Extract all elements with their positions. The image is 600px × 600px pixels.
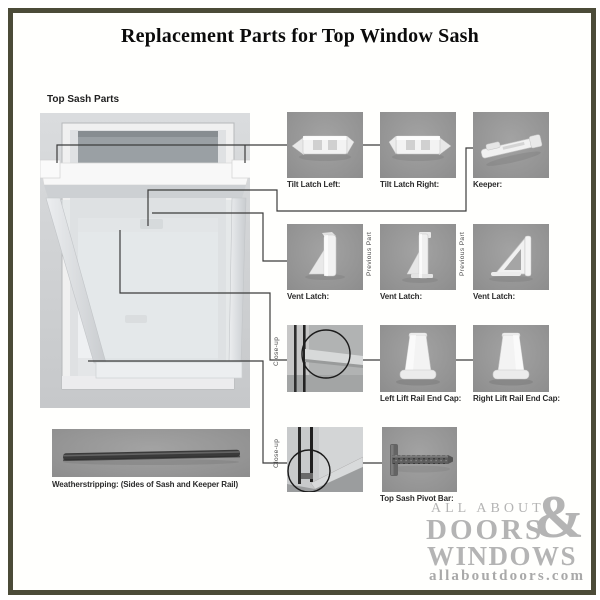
- vent-latch-b-image: [380, 224, 456, 290]
- lift-rail-closeup-image: [287, 325, 363, 392]
- vent-latch-a-image: [287, 224, 363, 290]
- logo-line-doors: DOORS: [426, 514, 545, 546]
- left-lift-rail-end-cap-image: [380, 325, 456, 392]
- page-title: Replacement Parts for Top Window Sash: [120, 25, 479, 47]
- tilt-latch-left-label: Tilt Latch Left:: [287, 180, 341, 189]
- logo-line-windows: WINDOWS: [427, 541, 578, 571]
- vent-latch-b-label: Vent Latch:: [380, 292, 423, 301]
- pivot-bar-closeup-image: [287, 427, 363, 492]
- tilt-latch-right-label: Tilt Latch Right:: [380, 180, 440, 189]
- tilt-latch-right-image: [380, 112, 456, 178]
- right-lift-rail-end-cap-label: Right Lift Rail End Cap:: [473, 394, 560, 403]
- weatherstripping-image: [52, 429, 250, 477]
- weatherstripping-label: Weatherstripping: (Sides of Sash and Kee…: [52, 480, 239, 489]
- keeper-label: Keeper:: [473, 180, 503, 189]
- logo-ampersand-icon: &: [534, 484, 584, 550]
- tilt-latch-left-image: [287, 112, 363, 178]
- logo-line-all-about: ALL ABOUT: [431, 501, 545, 516]
- right-lift-rail-end-cap-image: [473, 325, 549, 392]
- vent-latch-c-image: [473, 224, 549, 290]
- close-up-annotation: Close-up: [273, 336, 280, 366]
- top-sash-pivot-bar-label: Top Sash Pivot Bar:: [380, 494, 454, 503]
- previous-part-annotation: Previous Part: [459, 231, 466, 276]
- vent-latch-c-label: Vent Latch:: [473, 292, 516, 301]
- previous-part-annotation: Previous Part: [366, 231, 373, 276]
- left-lift-rail-end-cap-label: Left Lift Rail End Cap:: [380, 394, 462, 403]
- close-up-annotation: Close-up: [273, 438, 280, 468]
- keeper-image: [473, 112, 549, 178]
- window-photo: [40, 113, 250, 408]
- top-sash-pivot-bar-image: [382, 427, 457, 492]
- section-label: Top Sash Parts: [47, 94, 120, 105]
- logo-website: allaboutdoors.com: [429, 568, 586, 584]
- vent-latch-a-label: Vent Latch:: [287, 292, 330, 301]
